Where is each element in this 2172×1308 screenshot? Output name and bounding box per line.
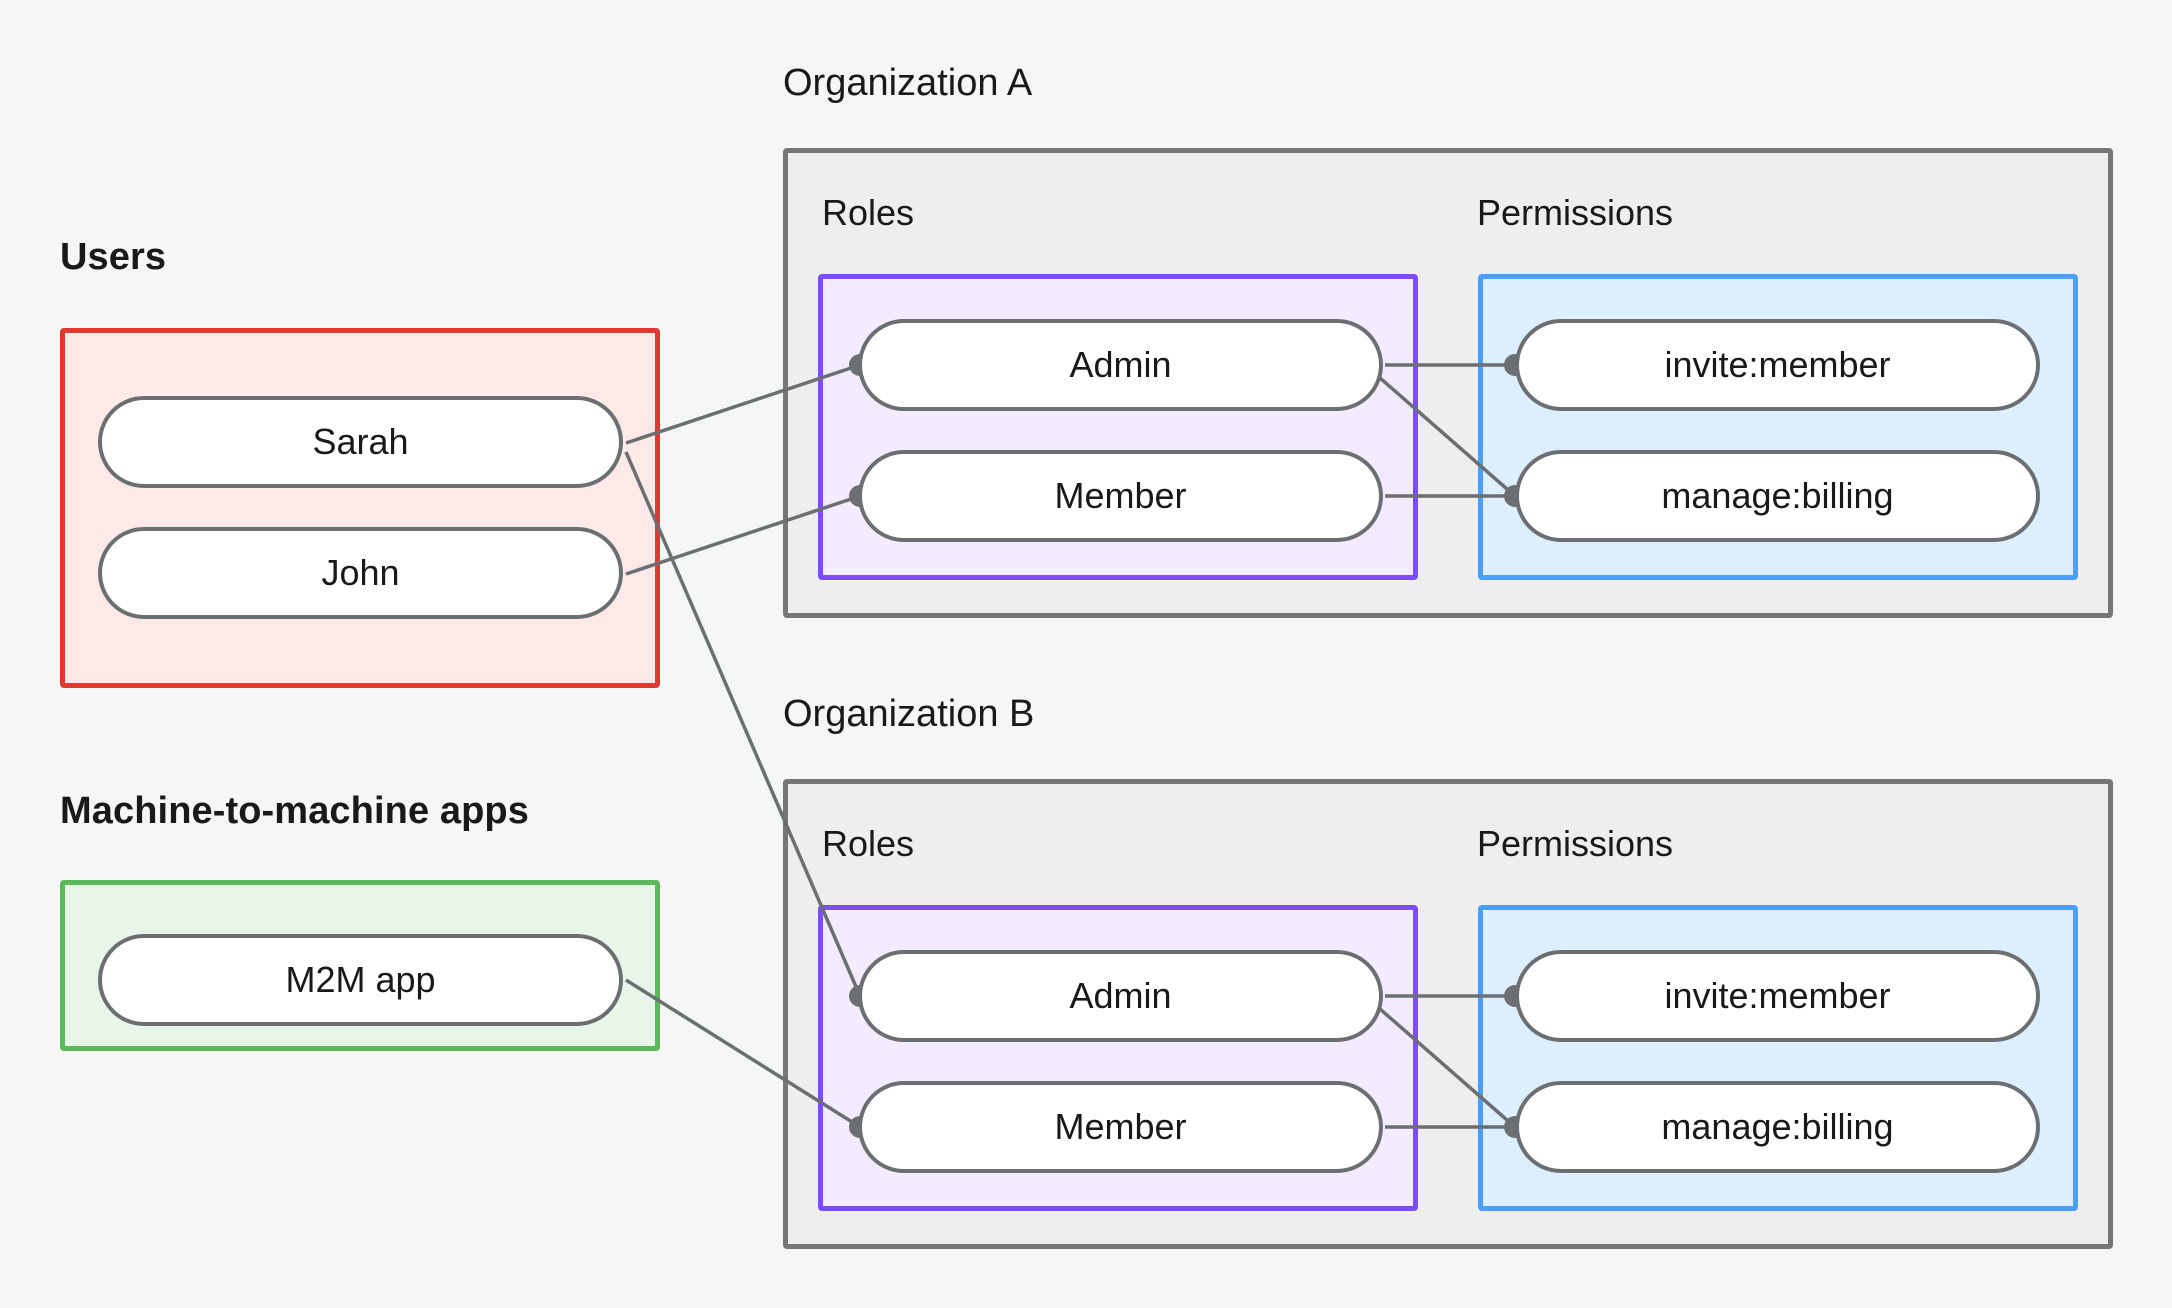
- organization-b-roles-label: Roles: [822, 823, 915, 864]
- m2m-group-label: Machine-to-machine apps: [60, 790, 529, 832]
- permission-node-orgB-manage-billing[interactable]: manage:billing: [1515, 1081, 2040, 1173]
- organization-b-permissions-label: Permissions: [1477, 823, 1674, 864]
- users-group-label: Users: [60, 236, 167, 278]
- role-node-orgA-member[interactable]: Member: [858, 450, 1383, 542]
- role-node-orgA-admin[interactable]: Admin: [858, 319, 1383, 411]
- permission-node-orgA-manage-billing[interactable]: manage:billing: [1515, 450, 2040, 542]
- permission-node-orgB-invite-member[interactable]: invite:member: [1515, 950, 2040, 1042]
- organization-a-label: Organization A: [783, 62, 1033, 104]
- user-node-john[interactable]: John: [98, 527, 623, 619]
- role-node-orgB-admin[interactable]: Admin: [858, 950, 1383, 1042]
- organization-a-roles-label: Roles: [822, 192, 915, 233]
- organization-b-label: Organization B: [783, 693, 1035, 735]
- permission-node-orgA-invite-member[interactable]: invite:member: [1515, 319, 2040, 411]
- m2m-node-app[interactable]: M2M app: [98, 934, 623, 1026]
- user-node-sarah[interactable]: Sarah: [98, 396, 623, 488]
- organization-a-permissions-label: Permissions: [1477, 192, 1674, 233]
- users-container: [60, 328, 660, 688]
- role-node-orgB-member[interactable]: Member: [858, 1081, 1383, 1173]
